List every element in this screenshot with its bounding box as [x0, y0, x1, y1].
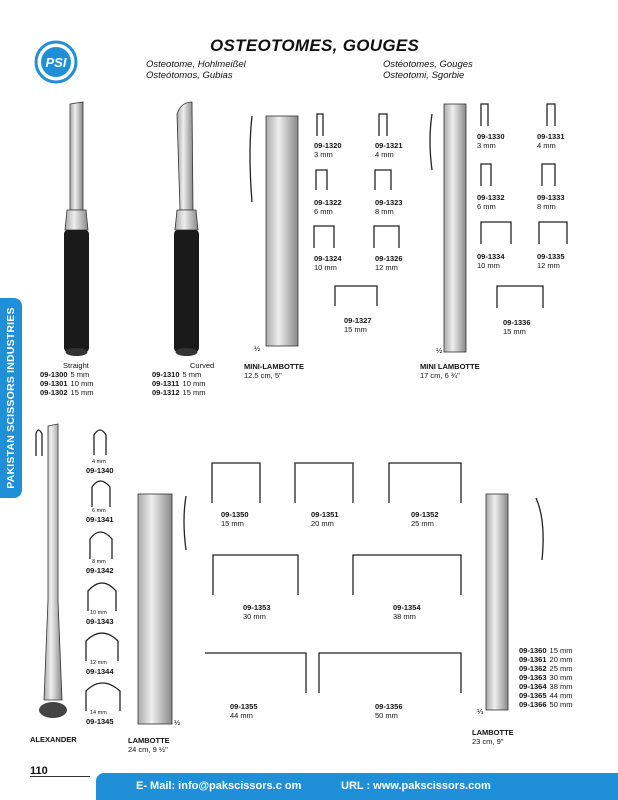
gouges-a-drawing	[313, 113, 400, 306]
lambotte-1-scale: ½	[174, 718, 181, 727]
footer-bar: E- Mail: info@pakscissors.c om URL : www…	[96, 773, 618, 800]
sidebar-label: PAKISTAN SCISSORS INDUSTRIES	[5, 307, 17, 489]
footer-rule	[30, 776, 90, 777]
lang-it: Osteotomi, Sgorbie	[383, 70, 465, 81]
lang-de: Osteotome, Hohlmeißel	[146, 59, 246, 70]
lang-es: Osteótomos, Gubias	[146, 70, 233, 81]
gouges-b-drawing	[480, 103, 568, 308]
page-number: 110	[30, 765, 48, 777]
footer-email[interactable]: E- Mail: info@pakscissors.c om	[136, 780, 302, 792]
alexander-gouges-drawing	[85, 429, 121, 711]
alexander-size-4: 12 mm	[90, 660, 107, 666]
lambotte-1-drawing	[137, 493, 187, 725]
alexander-code-5: 09-1345	[86, 717, 114, 726]
curved-title: Curved	[190, 361, 215, 370]
curved-osteotome-drawing	[174, 101, 199, 356]
alexander-size-2: 8 mm	[92, 559, 106, 565]
mini-lambotte-1-scale: ½	[254, 344, 261, 353]
lambotte-2-scale: ⅓	[477, 707, 484, 716]
mini-lambotte-2-size: 17 cm, 6 ¾"	[420, 371, 460, 380]
lambotte-2-name: LAMBOTTE	[472, 728, 514, 737]
mini-lambotte-2-scale: ½	[436, 346, 443, 355]
lambotte-2-size: 23 cm, 9"	[472, 737, 504, 746]
psi-logo: PSI	[34, 40, 78, 84]
alexander-code-3: 09-1343	[86, 617, 114, 626]
chisels-drawing	[205, 462, 462, 693]
logo-text: PSI	[46, 55, 67, 70]
brand-sidebar: PAKISTAN SCISSORS INDUSTRIES	[0, 298, 22, 498]
lang-fr: Ostéotomes, Gouges	[383, 59, 473, 70]
straight-title: Straight	[63, 361, 89, 370]
alexander-drawing	[35, 423, 67, 718]
alexander-name: ALEXANDER	[30, 735, 77, 744]
lambotte-1-size: 24 cm, 9 ½"	[128, 745, 168, 754]
mini-lambotte-1-size: 12.5 cm, 5"	[244, 371, 282, 380]
alexander-code-0: 09-1340	[86, 466, 114, 475]
page-title: OSTEOTOMES, GOUGES	[210, 36, 420, 55]
alexander-code-2: 09-1342	[86, 566, 114, 575]
mini-lambotte-2-name: MINI LAMBOTTE	[420, 362, 480, 371]
straight-osteotome-drawing	[64, 101, 89, 356]
mini-lambotte-1-drawing	[249, 115, 299, 347]
alexander-size-0: 4 mm	[92, 459, 106, 465]
alexander-code-1: 09-1341	[86, 515, 114, 524]
mini-lambotte-2-drawing	[429, 103, 467, 353]
alexander-size-3: 10 mm	[90, 610, 107, 616]
mini-lambotte-1-name: MINI-LAMBOTTE	[244, 362, 304, 371]
alexander-size-1: 6 mm	[92, 508, 106, 514]
alexander-size-5: 14 mm	[90, 710, 107, 716]
lambotte-2-drawing	[485, 493, 544, 711]
footer-url[interactable]: URL : www.pakscissors.com	[341, 780, 491, 792]
alexander-code-4: 09-1344	[86, 667, 114, 676]
lambotte-1-name: LAMBOTTE	[128, 736, 170, 745]
